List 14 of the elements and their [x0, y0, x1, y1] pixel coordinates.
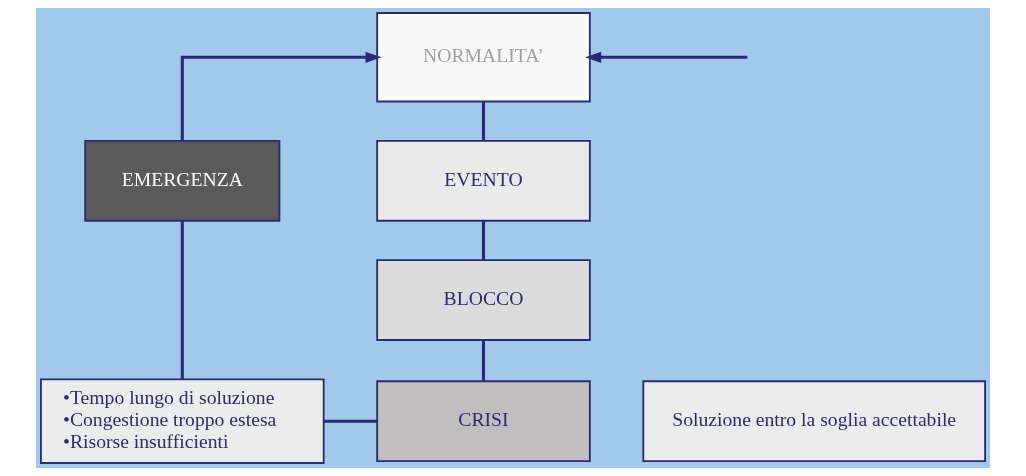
connector — [481, 220, 486, 260]
arrow — [585, 51, 748, 63]
node-box: EMERGENZA — [84, 139, 281, 222]
arrow — [180, 51, 382, 141]
node-box: NORMALITA’ — [376, 12, 591, 103]
node-box: BLOCCO — [376, 259, 591, 341]
node-box: CRISI — [376, 380, 591, 463]
connector — [481, 340, 486, 381]
node-box: EVENTO — [376, 139, 591, 222]
connector — [481, 101, 486, 141]
connector — [324, 419, 378, 423]
node-box: •Tempo lungo di soluzione •Congestione troppo estesa •Risorse insufficienti — [40, 378, 325, 464]
connector — [180, 221, 184, 380]
node-box: Soluzione entro la soglia accettabile — [642, 380, 986, 463]
